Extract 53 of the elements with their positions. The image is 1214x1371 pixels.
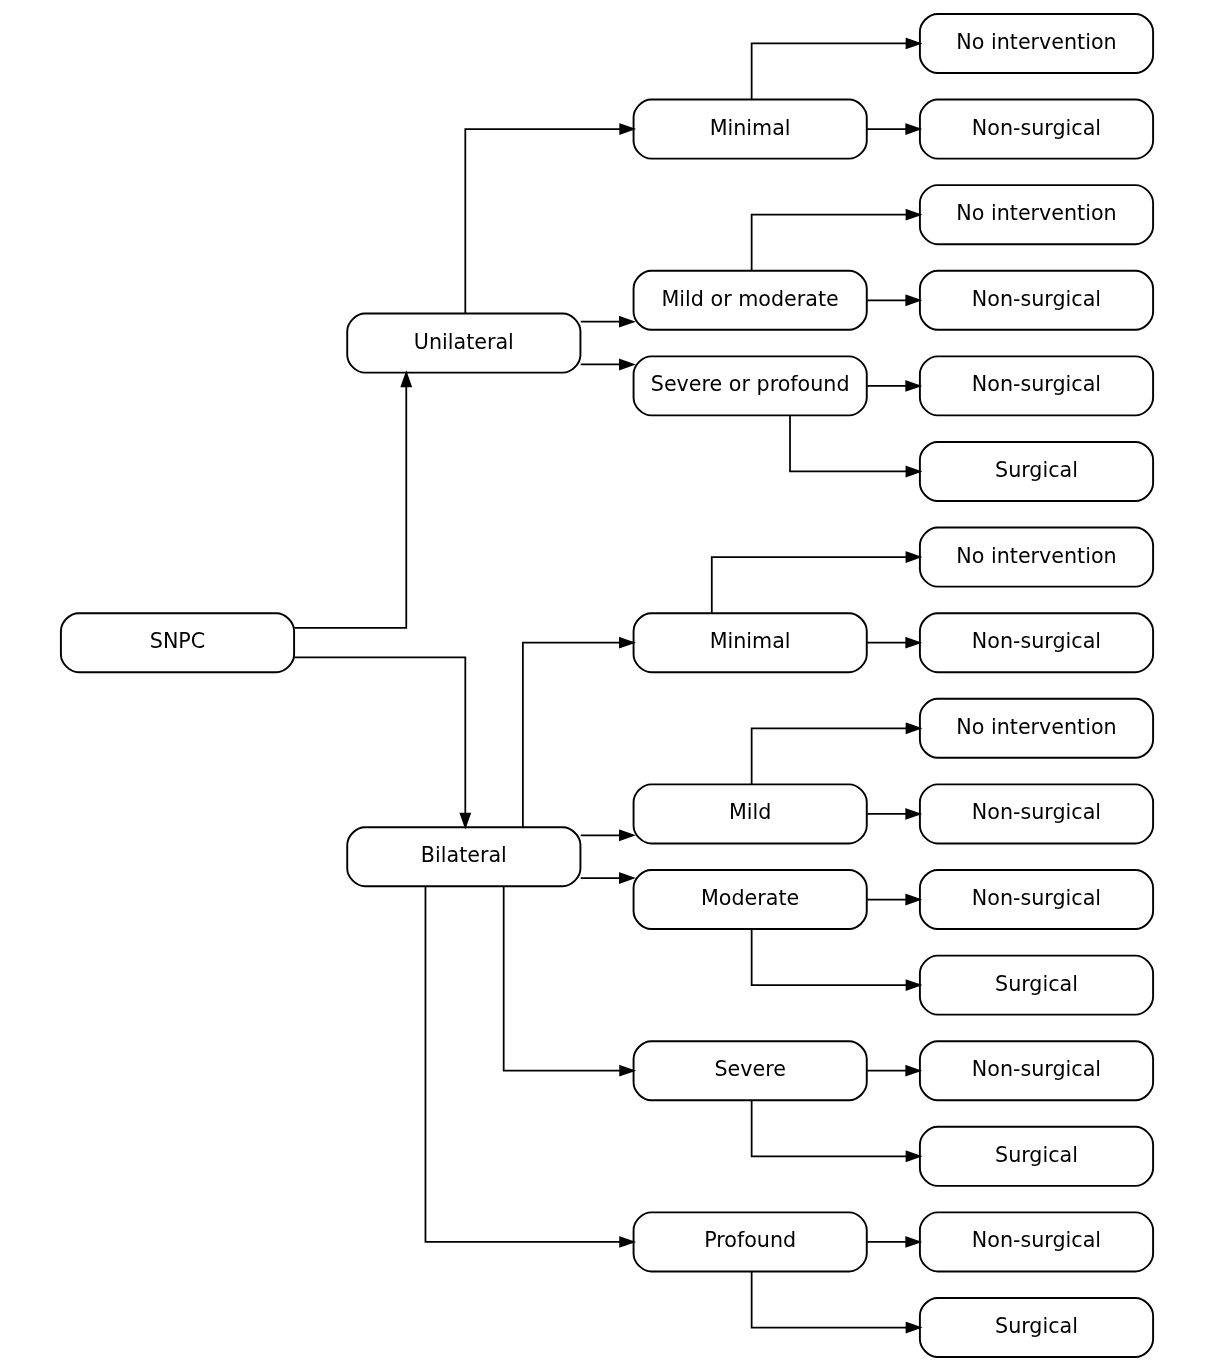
- arrow: [750, 37, 923, 100]
- node-box: Surgical: [918, 1297, 1155, 1358]
- node-box: Minimal: [632, 98, 868, 160]
- arrow: [579, 315, 636, 328]
- arrow: [866, 808, 923, 820]
- arrow: [579, 829, 636, 842]
- node-box: SNPC: [59, 612, 296, 674]
- node-box: No intervention: [918, 697, 1155, 759]
- node-box: Mild: [632, 783, 868, 845]
- arrow: [579, 358, 636, 371]
- arrow: [710, 551, 923, 614]
- node-box: Non-surgical: [918, 783, 1155, 845]
- arrow: [750, 928, 923, 991]
- node-box: No intervention: [918, 13, 1155, 74]
- arrow: [789, 414, 923, 478]
- arrow: [522, 636, 636, 828]
- node-box: Non-surgical: [918, 269, 1155, 331]
- arrow: [293, 370, 413, 629]
- node-box: Minimal: [632, 612, 868, 674]
- arrow: [750, 1099, 923, 1163]
- node-box: Surgical: [918, 954, 1155, 1016]
- node-box: Unilateral: [346, 312, 582, 374]
- arrow: [750, 1271, 923, 1334]
- node-box: Surgical: [918, 441, 1155, 502]
- node-box: No intervention: [918, 526, 1155, 588]
- arrow: [866, 380, 923, 392]
- node-box: Moderate: [632, 869, 868, 930]
- node-box: Non-surgical: [918, 1211, 1155, 1273]
- node-box: Non-surgical: [918, 98, 1155, 160]
- arrow: [502, 885, 637, 1077]
- arrow: [866, 893, 923, 906]
- node-box: No intervention: [918, 184, 1155, 246]
- node-box: Severe: [632, 1040, 868, 1102]
- arrow: [424, 885, 637, 1248]
- node-box: Bilateral: [346, 826, 582, 888]
- node-box: Mild or moderate: [632, 269, 868, 331]
- node-box: Non-surgical: [918, 355, 1155, 417]
- arrow: [750, 722, 923, 785]
- node-box: Profound: [632, 1211, 868, 1273]
- arrow: [866, 123, 923, 135]
- arrow: [866, 1064, 923, 1077]
- node-box: Non-surgical: [918, 1040, 1155, 1102]
- arrow: [293, 656, 472, 830]
- arrow: [866, 1236, 923, 1248]
- node-box: Non-surgical: [918, 612, 1155, 674]
- arrow: [579, 872, 636, 884]
- node-box: Non-surgical: [918, 869, 1155, 930]
- arrow: [750, 208, 923, 272]
- node-box: Severe or profound: [632, 355, 868, 417]
- node-box: Surgical: [918, 1125, 1155, 1187]
- arrow: [464, 123, 637, 315]
- arrow: [866, 636, 923, 649]
- arrow: [866, 294, 923, 307]
